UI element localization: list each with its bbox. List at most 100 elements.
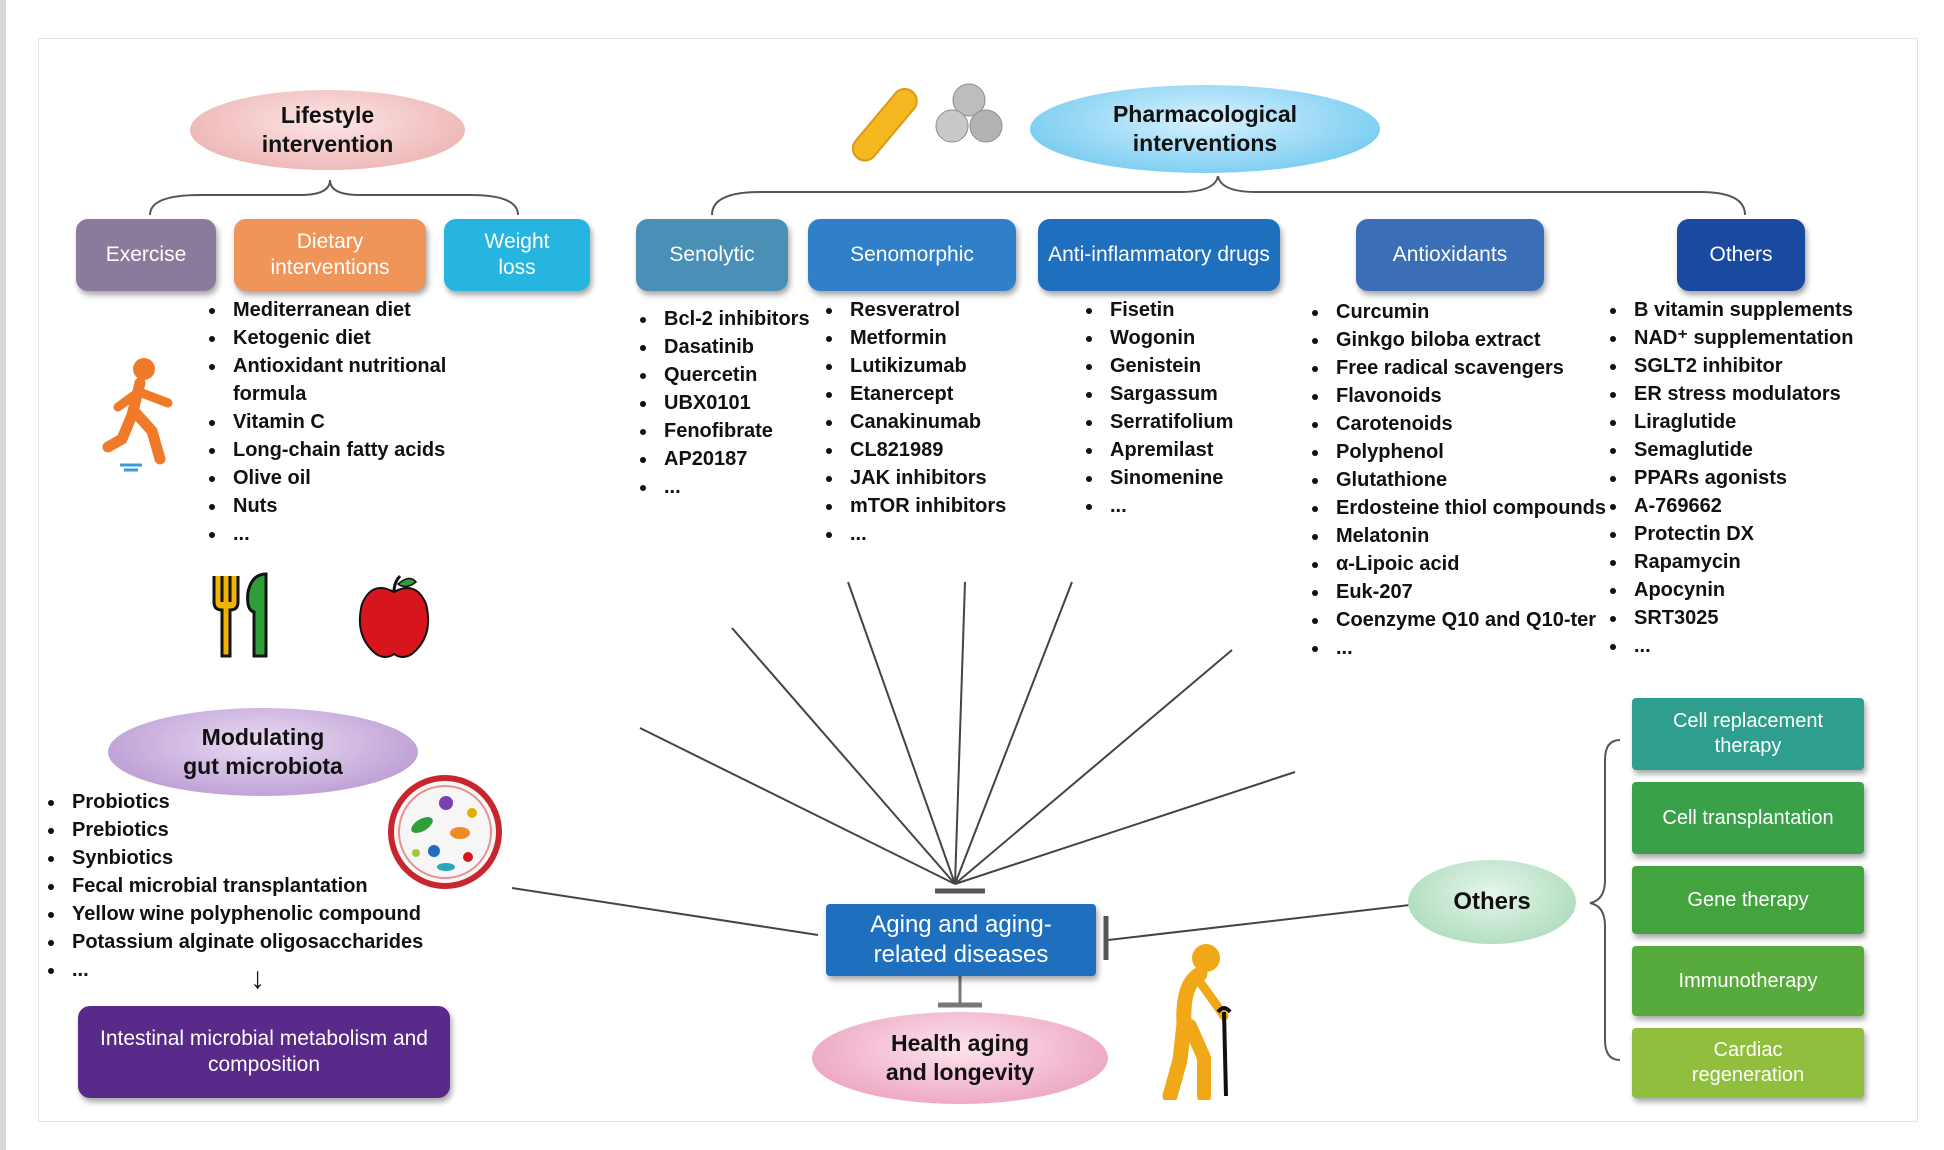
runner-icon — [102, 358, 173, 472]
category-senolytic-label: Senolytic — [669, 242, 755, 266]
pharma-list-item: ... — [1104, 492, 1304, 520]
category-others-pharma-label: Others — [1709, 242, 1773, 266]
category-weight-loss-label: Weight loss — [484, 229, 550, 279]
pharma-list-item: Ginkgo biloba extract — [1330, 326, 1630, 354]
pharma-list-item: ... — [1330, 634, 1630, 662]
pharma-list-item: Curcumin — [1330, 298, 1630, 326]
pharma-list-item: Wogonin — [1104, 324, 1304, 352]
pharma-list-item: Semaglutide — [1628, 436, 1928, 464]
diet-list-item: Olive oil — [227, 464, 472, 492]
pharma-list-item: Carotenoids — [1330, 410, 1630, 438]
pharma-list-item: Genistein — [1104, 352, 1304, 380]
gut-down-arrow: ↓ — [250, 962, 265, 995]
category-others-pharma: Others — [1677, 219, 1805, 291]
pharma-list-item: Etanercept — [844, 380, 1044, 408]
gut-list-item: Probiotics — [66, 788, 526, 816]
pharma-list-item: Free radical scavengers — [1330, 354, 1630, 382]
pharma-list-item: Glutathione — [1330, 466, 1630, 494]
pharma-list-item: SGLT2 inhibitor — [1628, 352, 1928, 380]
fork-knife-icon — [212, 572, 268, 658]
category-senomorphic-label: Senomorphic — [850, 242, 974, 266]
pharma-list-item: Rapamycin — [1628, 548, 1928, 576]
pharma-title-line1: Pharmacological — [1112, 101, 1298, 128]
pharma-list-item: ER stress modulators — [1628, 380, 1928, 408]
gut-list-item: ... — [66, 956, 526, 984]
diet-list-item: ... — [227, 520, 472, 548]
left-edge-bar — [0, 0, 6, 1150]
category-dietary-label: Dietary interventions — [270, 229, 390, 279]
elderly-person-icon — [1162, 944, 1232, 1100]
category-antioxidants-label: Antioxidants — [1392, 242, 1508, 266]
others-brace — [1589, 739, 1621, 1061]
others-gene-therapy: Gene therapy — [1632, 866, 1864, 934]
lifestyle-title-line2: intervention — [261, 131, 394, 157]
diet-list-item: Long-chain fatty acids — [227, 436, 472, 464]
pharma-list-item: ... — [1628, 632, 1928, 660]
others-to-center-line — [1107, 904, 1411, 941]
pharma-list-item: Fisetin — [1104, 296, 1304, 324]
gut-list: ProbioticsPrebioticsSynbioticsFecal micr… — [44, 788, 526, 984]
ray-6 — [954, 649, 1233, 885]
pill-icon — [851, 88, 918, 162]
ray-1 — [639, 727, 956, 885]
ray-3 — [847, 581, 956, 885]
center-label: Aging and aging-related diseases — [870, 911, 1052, 968]
pharma-list-item: Canakinumab — [844, 408, 1044, 436]
diet-list: Mediterranean dietKetogenic dietAntioxid… — [205, 296, 472, 548]
others-oval: Others — [1408, 860, 1576, 944]
category-senomorphic: Senomorphic — [808, 219, 1016, 291]
category-antioxidants: Antioxidants — [1356, 219, 1544, 291]
others-cell-replacement: Cell replacement therapy — [1632, 698, 1864, 770]
gut-list-item: Potassium alginate oligosaccharides — [66, 928, 526, 956]
pharma-list-item: Lutikizumab — [844, 352, 1044, 380]
cell-transplantation-label: Cell transplantation — [1662, 806, 1834, 829]
pharma-list-item: Serratifolium — [1104, 408, 1304, 436]
cardiac-regeneration-label: Cardiac regeneration — [1691, 1039, 1805, 1086]
ray-4 — [954, 581, 966, 885]
gut-title-line2: gut microbiota — [183, 753, 343, 779]
senolytic-list: Bcl-2 inhibitorsDasatinibQuercetinUBX010… — [636, 305, 818, 501]
lifestyle-brace — [149, 179, 519, 216]
category-senolytic: Senolytic — [636, 219, 788, 291]
tablets-icon — [935, 83, 1003, 143]
gut-result-box: Intestinal microbial metabolism and comp… — [78, 1006, 450, 1098]
gut-result-label: Intestinal microbial metabolism and comp… — [100, 1026, 428, 1076]
ray-7 — [954, 771, 1296, 885]
lifestyle-oval: Lifestyle intervention — [190, 90, 465, 170]
pharma-list-item: SRT3025 — [1628, 604, 1928, 632]
pharma-list-item: Polyphenol — [1330, 438, 1630, 466]
gut-title-line1: Modulating — [201, 724, 325, 751]
antioxidants-list: CurcuminGinkgo biloba extractFree radica… — [1308, 298, 1630, 662]
gut-list-item: Fecal microbial transplantation — [66, 872, 526, 900]
pharma-list-item: Apremilast — [1104, 436, 1304, 464]
pharma-list-item: B vitamin supplements — [1628, 296, 1928, 324]
pharma-list-item: Coenzyme Q10 and Q10-ter — [1330, 606, 1630, 634]
pharma-list-item: Flavonoids — [1330, 382, 1630, 410]
senomorphic-list: ResveratrolMetforminLutikizumabEtanercep… — [822, 296, 1044, 548]
diet-list-item: Ketogenic diet — [227, 324, 472, 352]
anti-inflammatory-list: FisetinWogoninGenisteinSargassumSerratif… — [1082, 296, 1304, 520]
others-cardiac-regeneration: Cardiac regeneration — [1632, 1028, 1864, 1098]
pharma-list-item: Fenofibrate — [658, 417, 818, 445]
category-anti-inflammatory: Anti-inflammatory drugs — [1038, 219, 1280, 291]
pharma-list-item: Erdosteine thiol compounds — [1330, 494, 1630, 522]
microbe-icon — [388, 775, 502, 889]
diet-list-item: Vitamin C — [227, 408, 472, 436]
pharma-list-item: Apocynin — [1628, 576, 1928, 604]
pharma-list-item: Metformin — [844, 324, 1044, 352]
gut-list-item: Prebiotics — [66, 816, 526, 844]
outcome-oval: Health aging and longevity — [812, 1012, 1108, 1104]
diet-list-item: Nuts — [227, 492, 472, 520]
others-immunotherapy: Immunotherapy — [1632, 946, 1864, 1016]
gut-list-item: Synbiotics — [66, 844, 526, 872]
pharma-list-item: Euk-207 — [1330, 578, 1630, 606]
outcome-line1: Health aging — [890, 1030, 1029, 1057]
category-dietary: Dietary interventions — [234, 219, 426, 291]
pharma-others-list: B vitamin supplementsNAD⁺ supplementatio… — [1606, 296, 1928, 660]
gut-oval: Modulating gut microbiota — [108, 708, 418, 796]
others-label: Others — [1453, 888, 1531, 915]
pharma-list-item: ... — [844, 520, 1044, 548]
pharma-list-item: UBX0101 — [658, 389, 818, 417]
gene-therapy-label: Gene therapy — [1687, 888, 1809, 911]
